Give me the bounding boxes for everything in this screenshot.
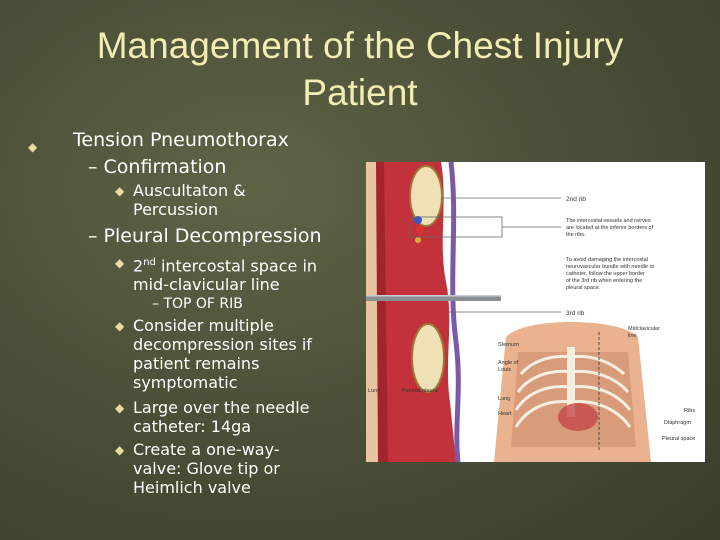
- label-pleural-space: Pleural space: [662, 436, 695, 442]
- ordinal-suffix: nd: [143, 257, 156, 268]
- label-avoid-note: To avoid damaging the intercostal neurov…: [566, 257, 656, 291]
- bullet-one-way-valve: Create a one-way-valve: Glove tip or Hei…: [133, 440, 280, 497]
- label-ribs: Ribs: [684, 408, 695, 414]
- label-lung: Lung: [368, 388, 380, 394]
- diamond-bullet-icon: ◆: [115, 319, 125, 333]
- diamond-bullet-icon: ◆: [115, 256, 125, 270]
- intercostal-text-line1: intercostal space in: [155, 256, 318, 276]
- label-2nd-rib: 2nd rib: [566, 196, 586, 203]
- label-heart: Heart: [498, 411, 512, 417]
- label-diaphragm: Diaphragm: [664, 420, 691, 426]
- diamond-bullet-icon: ◆: [115, 401, 125, 415]
- label-angle-louis: Angle of Louis: [498, 360, 520, 373]
- intercostal-text-line2: mid-clavicular line: [133, 275, 280, 295]
- label-sternum: Sternum: [498, 342, 519, 348]
- label-3rd-rib: 3rd rib: [566, 310, 585, 317]
- bullet-multiple-sites: Consider multiple decompression sites if…: [133, 316, 312, 392]
- intercostal-number: 2: [133, 256, 144, 276]
- note-top-of-rib: – TOP OF RIB: [152, 296, 243, 312]
- slide-title: Management of the Chest Injury Patient: [96, 25, 624, 113]
- label-midclavicular: Midclavicular line: [628, 326, 661, 339]
- label-parietal-pleura: Parietal pleura: [402, 388, 438, 394]
- diamond-bullet-icon: ◆: [115, 443, 125, 457]
- bullet-confirmation: – Confirmation: [88, 156, 227, 178]
- label-lung-torso: Lung: [498, 396, 510, 402]
- label-vessels-note: The intercostal vessels and nerves are l…: [566, 218, 655, 238]
- bullet-pleural-decompression: – Pleural Decompression: [88, 225, 322, 247]
- diamond-bullet-icon: ◆: [28, 140, 38, 154]
- chest-anatomy-illustration: 2nd rib The intercostal vessels and nerv…: [366, 162, 705, 462]
- bullet-catheter-size: Large over the needle catheter: 14ga: [133, 398, 310, 436]
- bullet-auscultation: Auscultaton & Percussion: [133, 181, 246, 219]
- bullet-tension-pneumothorax: Tension Pneumothorax: [73, 129, 289, 151]
- bullet-2nd-intercostal: 2nd intercostal space in mid-clavicular …: [133, 253, 353, 294]
- diamond-bullet-icon: ◆: [115, 184, 125, 198]
